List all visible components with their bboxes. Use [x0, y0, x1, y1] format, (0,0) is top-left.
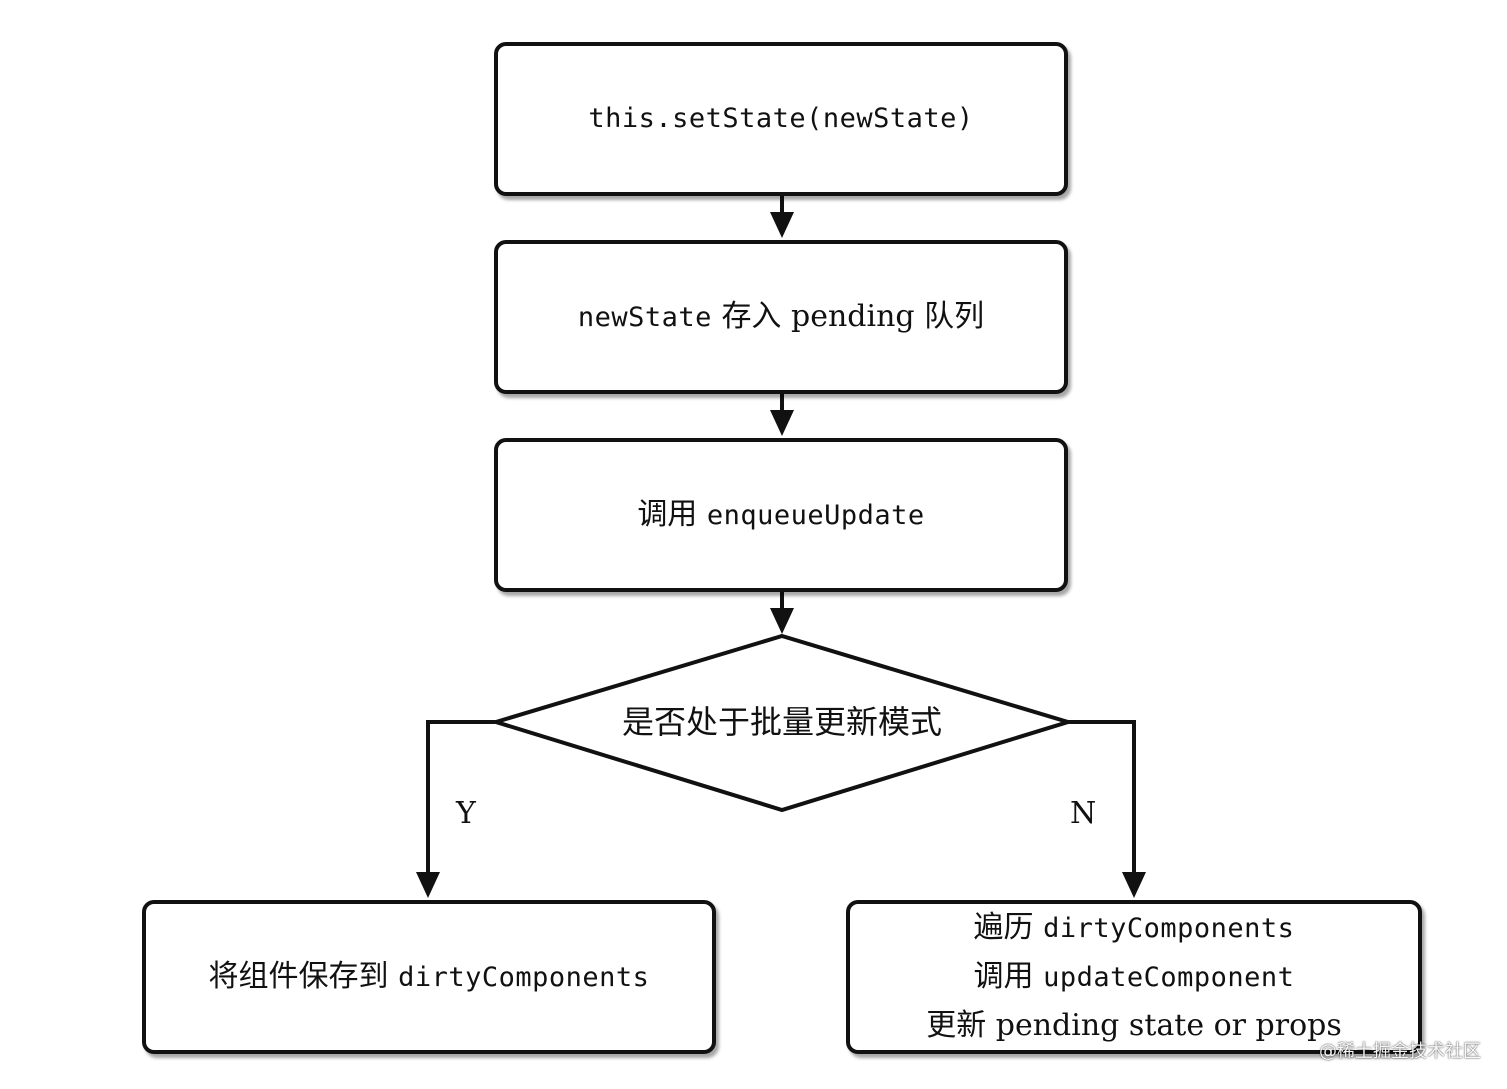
- result-line-3-rest: pending state or props: [995, 1008, 1342, 1043]
- branch-no-label: N: [1070, 796, 1097, 831]
- result-line-1-code: dirtyComponents: [1043, 913, 1295, 944]
- step-pending-queue-box: newState 存入 pending 队列: [494, 240, 1068, 394]
- result-save-dirty-text: 将组件保存到: [208, 958, 389, 994]
- decision-diamond: [489, 633, 1075, 813]
- result-save-dirty-box: 将组件保存到 dirtyComponents: [142, 900, 716, 1054]
- arrowhead-decision: [770, 608, 794, 634]
- arrowhead-result-no: [1122, 872, 1146, 898]
- result-line-2-text: 调用: [973, 959, 1034, 994]
- result-line-1: 遍历 dirtyComponents: [974, 904, 1295, 953]
- result-line-1-text: 遍历: [973, 910, 1034, 945]
- arrowhead-step3: [770, 410, 794, 436]
- step-pending-queue-text2: pending: [790, 298, 915, 334]
- arrowhead-result-yes: [416, 872, 440, 898]
- step-pending-queue-code: newState: [577, 301, 712, 333]
- step-enqueue-update-text: 调用: [637, 496, 698, 532]
- step-enqueue-update-code: enqueueUpdate: [706, 499, 925, 531]
- branch-yes-label: Y: [456, 796, 476, 831]
- decision-label: 是否处于批量更新模式: [621, 703, 942, 741]
- result-save-dirty-code: dirtyComponents: [398, 961, 650, 993]
- step-enqueue-update-box: 调用 enqueueUpdate: [494, 438, 1068, 592]
- step-pending-queue-text1: 存入: [721, 298, 782, 334]
- branch-yes-line: [426, 720, 496, 880]
- step-set-state-code: this.setState(newState): [588, 103, 974, 134]
- result-line-3-text: 更新: [926, 1008, 987, 1043]
- result-line-2-code: updateComponent: [1043, 962, 1295, 993]
- step-set-state-box: this.setState(newState): [494, 42, 1068, 196]
- step-pending-queue-line: newState 存入 pending 队列: [578, 293, 984, 342]
- result-update-components-box: 遍历 dirtyComponents 调用 updateComponent 更新…: [846, 900, 1422, 1054]
- result-line-3: 更新 pending state or props: [926, 1002, 1342, 1050]
- step-enqueue-update-line: 调用 enqueueUpdate: [637, 491, 924, 540]
- step-pending-queue-text3: 队列: [924, 298, 985, 334]
- watermark: @稀土掘金技术社区: [1319, 1041, 1481, 1062]
- arrowhead-step2: [770, 212, 794, 238]
- result-line-2: 调用 updateComponent: [974, 953, 1295, 1002]
- branch-no-line: [1068, 720, 1136, 880]
- result-save-dirty-line: 将组件保存到 dirtyComponents: [209, 953, 650, 1002]
